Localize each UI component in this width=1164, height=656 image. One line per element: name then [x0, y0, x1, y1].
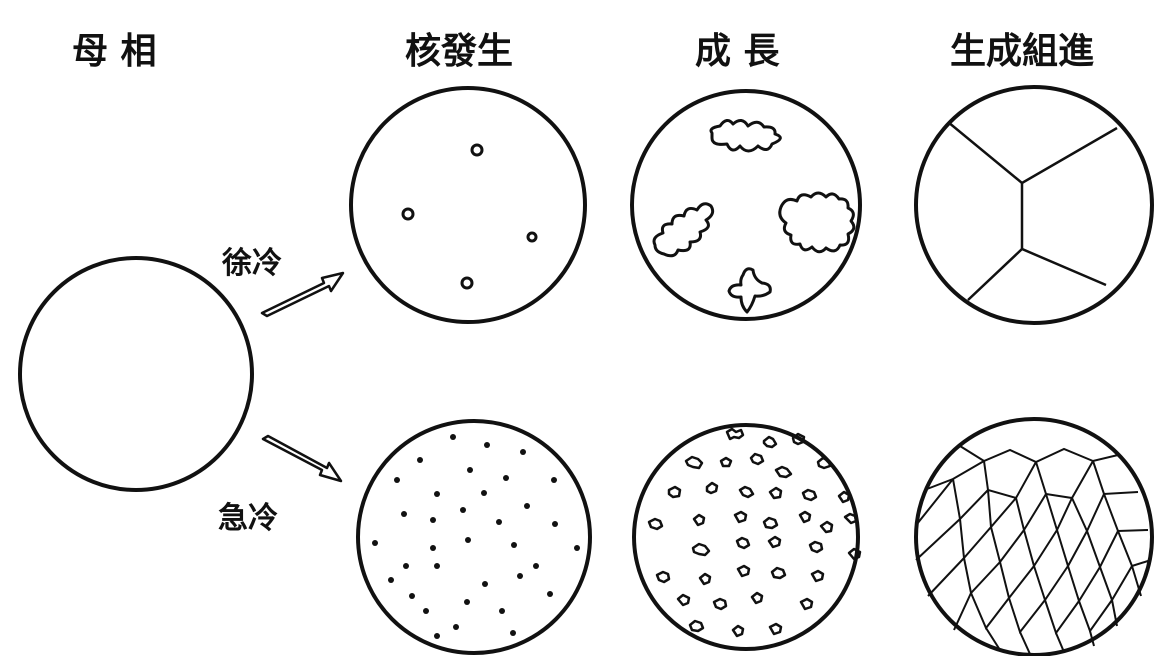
nuclei-slow	[403, 145, 536, 288]
parent-phase-circle	[20, 258, 252, 490]
fast-cooling-arrow	[263, 436, 341, 481]
growing-grains-slow	[654, 120, 854, 312]
structure-slow-circle	[916, 87, 1152, 323]
growing-grains-fast	[649, 429, 860, 636]
grain-boundaries-slow	[948, 122, 1117, 300]
nuclei-fast	[372, 434, 580, 639]
slow-cooling-arrow	[262, 273, 343, 316]
nucleation-fast-circle	[358, 421, 590, 653]
